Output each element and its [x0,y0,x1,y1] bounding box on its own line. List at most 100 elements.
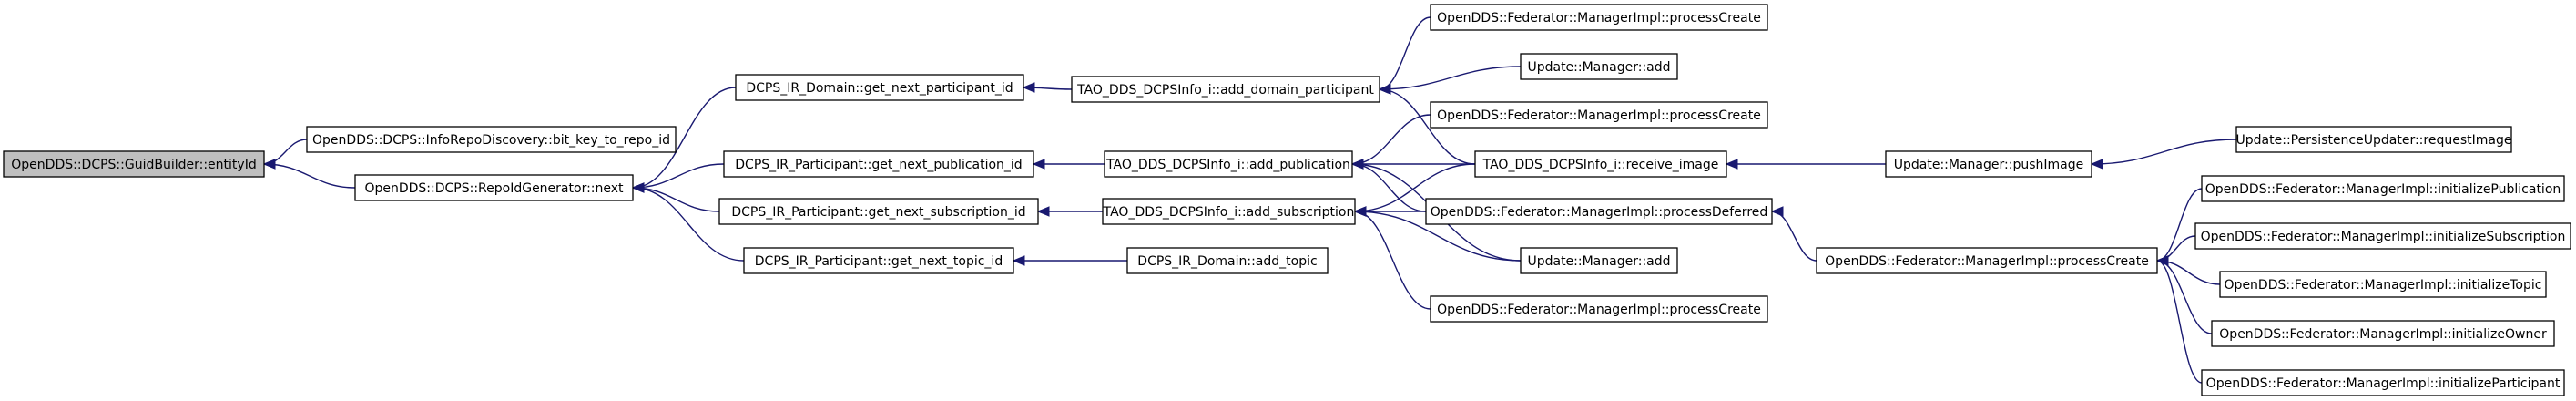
node-label: Update::Manager::add [1527,60,1670,75]
node-label: TAO_DDS_DCPSInfo_i::add_publication [1105,158,1350,172]
edge-fed_initialize_subscription-to-fed_process_create_main [2156,235,2196,262]
arrowhead-participant_get_next_topic_id-to-repoid_generator_next [631,182,645,193]
node-fed-process-create-1[interactable]: OpenDDS::Federator::ManagerImpl::process… [1430,4,1768,31]
node-label: OpenDDS::Federator::ManagerImpl::process… [1437,303,1761,317]
node-fed-process-deferred[interactable]: OpenDDS::Federator::ManagerImpl::process… [1425,198,1773,225]
node-box [2194,222,2571,250]
edge-info_receive_image-to-info_add_subscription [1354,163,1476,212]
node-box [3,150,265,178]
node-label: Update::Manager::add [1527,254,1670,269]
edge-participant_get_next_publication_id-to-repoid_generator_next [632,163,725,189]
node-label: OpenDDS::DCPS::InfoRepoDiscovery::bit_ke… [312,133,670,148]
node-fed-process-create-2[interactable]: OpenDDS::Federator::ManagerImpl::process… [1430,101,1768,129]
arrowhead-persistence_request_image-to-update_manager_push_image [2090,159,2103,170]
node-label: Update::Manager::pushImage [1894,158,2083,172]
edge-fed_initialize_owner-to-fed_process_create_main [2156,260,2213,334]
node-update-manager-add-1[interactable]: Update::Manager::add [1520,53,1678,80]
arrowhead-fed_initialize_participant-to-fed_process_create_main [2155,255,2169,266]
arrowhead-info_add_subscription-to-participant_get_next_subscription_id [1036,206,1050,217]
node-fed-initialize-owner[interactable]: OpenDDS::Federator::ManagerImpl::initial… [2211,320,2555,347]
node-box [2219,271,2547,298]
node-label: OpenDDS::Federator::ManagerImpl::process… [1825,254,2149,269]
node-label: OpenDDS::Federator::ManagerImpl::process… [1431,205,1768,220]
node-domain-get-next-participant-id[interactable]: DCPS_IR_Domain::get_next_participant_id [735,74,1024,101]
node-box [1885,150,2092,178]
node-label: DCPS_IR_Domain::add_topic [1137,254,1317,269]
node-label: OpenDDS::Federator::ManagerImpl::initial… [2201,230,2566,244]
node-info-receive-image[interactable]: TAO_DDS_DCPSInfo_i::receive_image [1474,150,1727,178]
node-box [306,126,677,153]
edge-domain_get_next_participant_id-to-repoid_generator_next [632,87,737,189]
node-box [743,247,1014,274]
arrowhead-info_add_domain_participant-to-domain_get_next_participant_id [1022,82,1035,93]
node-box [354,174,634,201]
arrowhead-fed_process_create_3-to-info_add_subscription [1353,206,1367,217]
node-label: DCPS_IR_Participant::get_next_topic_id [755,254,1003,269]
node-label: TAO_DDS_DCPSInfo_i::add_subscription [1103,205,1355,220]
edge-update_manager_add_1-to-info_add_domain_participant [1379,66,1522,90]
node-box [1816,247,2158,274]
node-box [1430,101,1768,129]
arrowhead-repoid_generator_next-to-guidbuilder_entityid [262,159,276,170]
edge-fed_process_create_main-to-fed_process_deferred [1771,211,1817,262]
node-label: DCPS_IR_Participant::get_next_subscripti… [731,205,1025,220]
node-box [718,198,1039,225]
node-participant-get-next-subscription-id[interactable]: DCPS_IR_Participant::get_next_subscripti… [718,198,1039,225]
edge-info_receive_image-to-info_add_domain_participant [1379,88,1476,165]
node-box [723,150,1034,178]
node-box [1520,247,1678,274]
node-fed-initialize-subscription[interactable]: OpenDDS::Federator::ManagerImpl::initial… [2194,222,2571,250]
node-box [1430,295,1768,323]
node-box [1425,198,1773,225]
node-info-add-publication[interactable]: TAO_DDS_DCPSInfo_i::add_publication [1104,150,1353,178]
node-label: Update::PersistenceUpdater::requestImage [2236,133,2512,148]
node-box [1071,76,1380,103]
edge-update_manager_add_2-to-info_add_subscription [1354,211,1522,262]
arrowhead-update_manager_add_2-to-info_add_publication [1350,159,1364,170]
node-domain-add-topic[interactable]: DCPS_IR_Domain::add_topic [1126,247,1329,274]
node-label: OpenDDS::Federator::ManagerImpl::initial… [2206,376,2561,391]
call-graph-edges [262,16,2237,384]
node-box [1126,247,1329,274]
node-fed-initialize-topic[interactable]: OpenDDS::Federator::ManagerImpl::initial… [2219,271,2547,298]
edge-fed_initialize_participant-to-fed_process_create_main [2156,260,2203,384]
node-info-add-subscription[interactable]: TAO_DDS_DCPSInfo_i::add_subscription [1102,198,1356,225]
node-label: OpenDDS::Federator::ManagerImpl::process… [1437,108,1761,123]
node-box [2211,320,2555,347]
node-guidbuilder-entityid[interactable]: OpenDDS::DCPS::GuidBuilder::entityId [3,150,265,178]
edge-fed_process_create_1-to-info_add_domain_participant [1379,16,1431,90]
node-fed-process-create-3[interactable]: OpenDDS::Federator::ManagerImpl::process… [1430,295,1768,323]
arrowhead-fed_process_create_main-to-fed_process_deferred [1770,206,1784,217]
node-participant-get-next-publication-id[interactable]: DCPS_IR_Participant::get_next_publicatio… [723,150,1034,178]
node-box [2235,126,2512,153]
node-fed-process-create-main[interactable]: OpenDDS::Federator::ManagerImpl::process… [1816,247,2158,274]
node-label: TAO_DDS_DCPSInfo_i::add_domain_participa… [1076,83,1374,98]
node-fed-initialize-participant[interactable]: OpenDDS::Federator::ManagerImpl::initial… [2201,369,2565,396]
arrowhead-update_manager_push_image-to-info_receive_image [1725,159,1738,170]
node-box [1430,4,1768,31]
arrowhead-info_add_publication-to-participant_get_next_publication_id [1032,159,1045,170]
node-participant-get-next-topic-id[interactable]: DCPS_IR_Participant::get_next_topic_id [743,247,1014,274]
node-fed-initialize-publication[interactable]: OpenDDS::Federator::ManagerImpl::initial… [2201,175,2565,202]
node-label: OpenDDS::Federator::ManagerImpl::initial… [2219,327,2547,342]
node-bit-key-to-repo-id[interactable]: OpenDDS::DCPS::InfoRepoDiscovery::bit_ke… [306,126,677,153]
edge-bit_key_to_repo_id-to-guidbuilder_entityid [263,139,308,165]
node-label: OpenDDS::DCPS::RepoIdGenerator::next [364,181,624,196]
node-label: OpenDDS::Federator::ManagerImpl::initial… [2225,278,2542,293]
node-box [1520,53,1678,80]
node-update-manager-push-image[interactable]: Update::Manager::pushImage [1885,150,2092,178]
node-repoid-generator-next[interactable]: OpenDDS::DCPS::RepoIdGenerator::next [354,174,634,201]
node-update-manager-add-2[interactable]: Update::Manager::add [1520,247,1678,274]
node-label: TAO_DDS_DCPSInfo_i::receive_image [1482,158,1719,172]
node-label: OpenDDS::Federator::ManagerImpl::process… [1437,11,1761,26]
node-persistence-request-image[interactable]: Update::PersistenceUpdater::requestImage [2235,126,2512,153]
node-box [2201,175,2565,202]
node-info-add-domain-participant[interactable]: TAO_DDS_DCPSInfo_i::add_domain_participa… [1071,76,1380,103]
edge-repoid_generator_next-to-guidbuilder_entityid [263,163,356,189]
edge-fed_process_create_2-to-info_add_publication [1351,114,1431,165]
node-box [2201,369,2565,396]
node-box [1474,150,1727,178]
node-label: DCPS_IR_Participant::get_next_publicatio… [735,158,1022,172]
node-label: OpenDDS::Federator::ManagerImpl::initial… [2205,182,2561,197]
